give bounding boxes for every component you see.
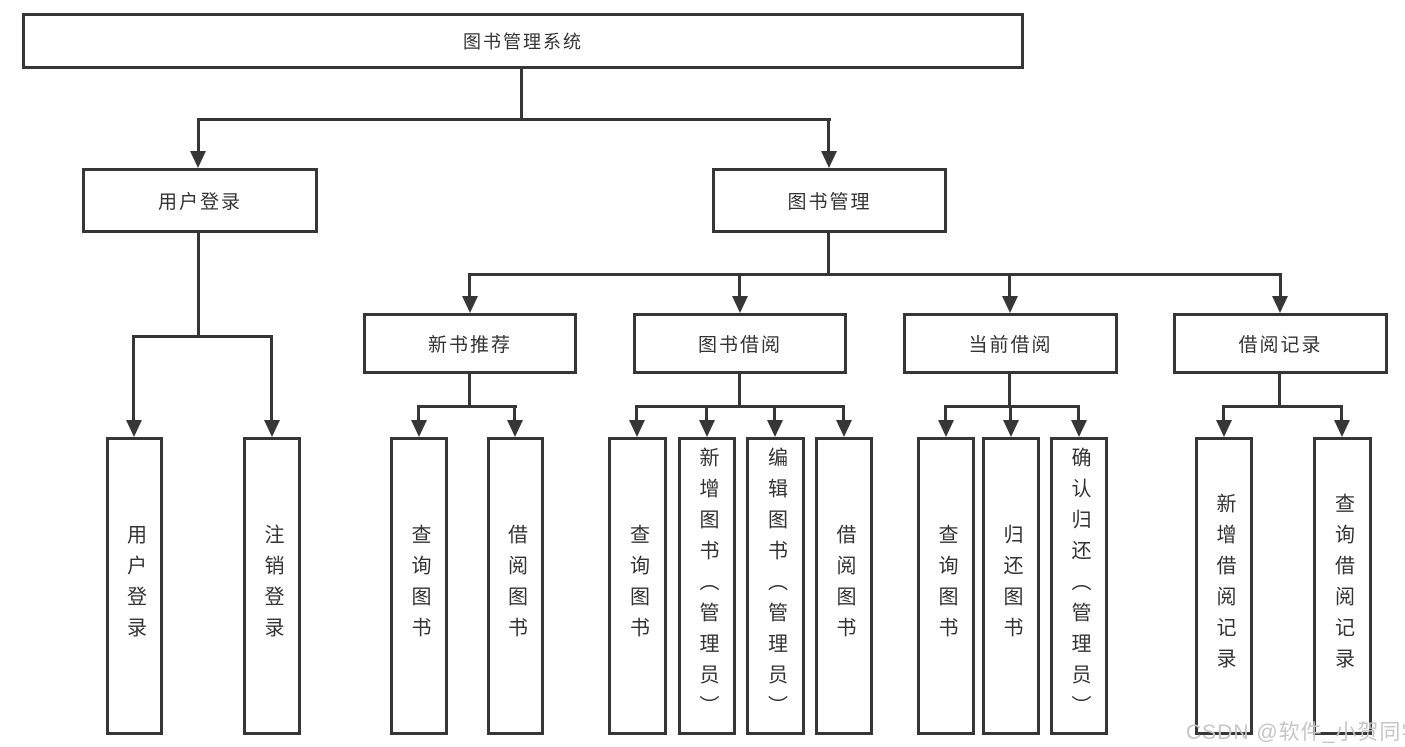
node-current-borrowing: 当前借阅 [903,313,1118,374]
leaf-user-login: 用户登录 [106,437,163,735]
edge-drop-query-books-recommend [417,405,420,423]
edge-new-book-recommend-branch [417,405,517,408]
arrowhead-query-books-recommend [411,420,427,437]
arrowhead-edit-book-admin [767,420,783,437]
edge-book-borrowing-stem [738,374,741,407]
node-root: 图书管理系统 [22,13,1024,69]
arrowhead-query-books-borrowing [629,420,645,437]
leaf-edit-book-admin: 编辑图书（管理员） [746,437,805,735]
edge-drop-borrow-books-borrowing [842,405,845,423]
arrowhead-leaf-logout [264,420,280,437]
leaf-query-books-borrowing-label: 查询图书 [626,524,649,648]
node-current-borrowing-label: 当前借阅 [968,335,1053,356]
leaf-add-borrow-record-label: 新增借阅记录 [1213,493,1235,679]
edge-drop-return-book [1009,405,1012,423]
edge-drop-leaf-login [132,335,135,422]
arrowhead-add-book-admin [699,420,715,437]
leaf-confirm-return-admin-label: 确认归还（管理员） [1068,446,1090,726]
leaf-borrow-books-recommend-label: 借阅图书 [504,524,527,648]
edge-drop-add-borrow-record [1222,405,1225,423]
arrowhead-current-borrowing [1002,296,1018,313]
edge-drop-current-borrowing [1008,273,1011,299]
edge-drop-add-book-admin [705,405,708,423]
edge-book-borrowing-branch [635,405,845,408]
edge-drop-new-book-recommend [468,273,471,299]
node-borrowing-records-label: 借阅记录 [1238,335,1323,356]
edge-current-borrowing-branch [944,405,1080,408]
arrowhead-new-book-recommend [462,296,478,313]
edge-drop-query-books-current [944,405,947,423]
leaf-confirm-return-admin: 确认归还（管理员） [1050,437,1108,735]
leaf-query-borrow-record-label: 查询借阅记录 [1331,493,1354,679]
leaf-edit-book-admin-label: 编辑图书（管理员） [764,446,787,726]
leaf-query-books-current: 查询图书 [917,437,975,735]
leaf-logout-label: 注销登录 [261,524,283,648]
arrowhead-return-book [1003,420,1019,437]
node-borrowing-records: 借阅记录 [1173,313,1388,374]
edge-new-book-recommend-stem [468,374,471,407]
arrowhead-borrowing-records [1272,296,1288,313]
leaf-return-book-label: 归还图书 [1000,524,1022,648]
edge-user-login-stem [197,233,200,337]
node-user-login: 用户登录 [82,168,318,233]
leaf-borrow-books-borrowing-label: 借阅图书 [833,524,855,648]
leaf-logout: 注销登录 [243,437,301,735]
node-book-management-label: 图书管理 [787,192,872,213]
edge-drop-user-login [197,118,200,154]
leaf-borrow-books-recommend: 借阅图书 [487,437,544,735]
edge-borrowing-records-branch [1222,405,1343,408]
edge-root-stem [520,69,523,118]
edge-root-branch [197,118,831,121]
arrowhead-borrow-books-recommend [507,420,523,437]
arrowhead-book-management [821,151,837,168]
leaf-user-login-label: 用户登录 [123,524,146,648]
leaf-add-book-admin: 新增图书（管理员） [678,437,736,735]
edge-drop-book-management [827,118,830,154]
edge-drop-query-borrow-record [1340,405,1343,423]
arrowhead-borrow-books-borrowing [836,420,852,437]
node-book-borrowing: 图书借阅 [633,313,847,374]
leaf-add-borrow-record: 新增借阅记录 [1195,437,1253,735]
arrowhead-user-login [190,151,206,168]
edge-drop-leaf-logout [270,335,273,422]
leaf-query-books-borrowing: 查询图书 [608,437,667,735]
leaf-query-books-recommend-label: 查询图书 [408,524,430,648]
leaf-query-books-recommend: 查询图书 [390,437,448,735]
edge-drop-borrowing-records [1279,273,1282,299]
arrowhead-add-borrow-record [1216,420,1232,437]
node-new-book-recommend: 新书推荐 [363,313,577,374]
edge-drop-book-borrowing [738,273,741,299]
edge-book-management-stem [827,233,830,275]
arrowhead-confirm-return [1071,420,1087,437]
edge-borrowing-records-stem [1278,374,1281,407]
leaf-query-books-current-label: 查询图书 [935,524,957,648]
node-new-book-recommend-label: 新书推荐 [427,335,512,356]
leaf-borrow-books-borrowing: 借阅图书 [815,437,873,735]
arrowhead-leaf-login [126,420,142,437]
node-book-borrowing-label: 图书借阅 [697,335,782,356]
edge-current-borrowing-stem [1008,374,1011,407]
csdn-watermark: CSDN @软件_小贺同学 [1186,721,1405,744]
node-book-management: 图书管理 [712,168,947,233]
edge-drop-query-books-borrowing [635,405,638,423]
edge-drop-borrow-books-recommend [513,405,516,423]
arrowhead-query-borrow-record [1334,420,1350,437]
edge-drop-edit-book-admin [773,405,776,423]
edge-book-management-branch [468,273,1282,276]
edge-user-login-branch [132,335,273,338]
leaf-add-book-admin-label: 新增图书（管理员） [696,446,718,726]
leaf-return-book: 归还图书 [982,437,1040,735]
node-root-label: 图书管理系统 [463,32,583,52]
arrowhead-query-books-current [938,420,954,437]
edge-drop-confirm-return [1077,405,1080,423]
node-user-login-label: 用户登录 [157,192,242,213]
arrowhead-book-borrowing [732,296,748,313]
leaf-query-borrow-record: 查询借阅记录 [1313,437,1372,735]
